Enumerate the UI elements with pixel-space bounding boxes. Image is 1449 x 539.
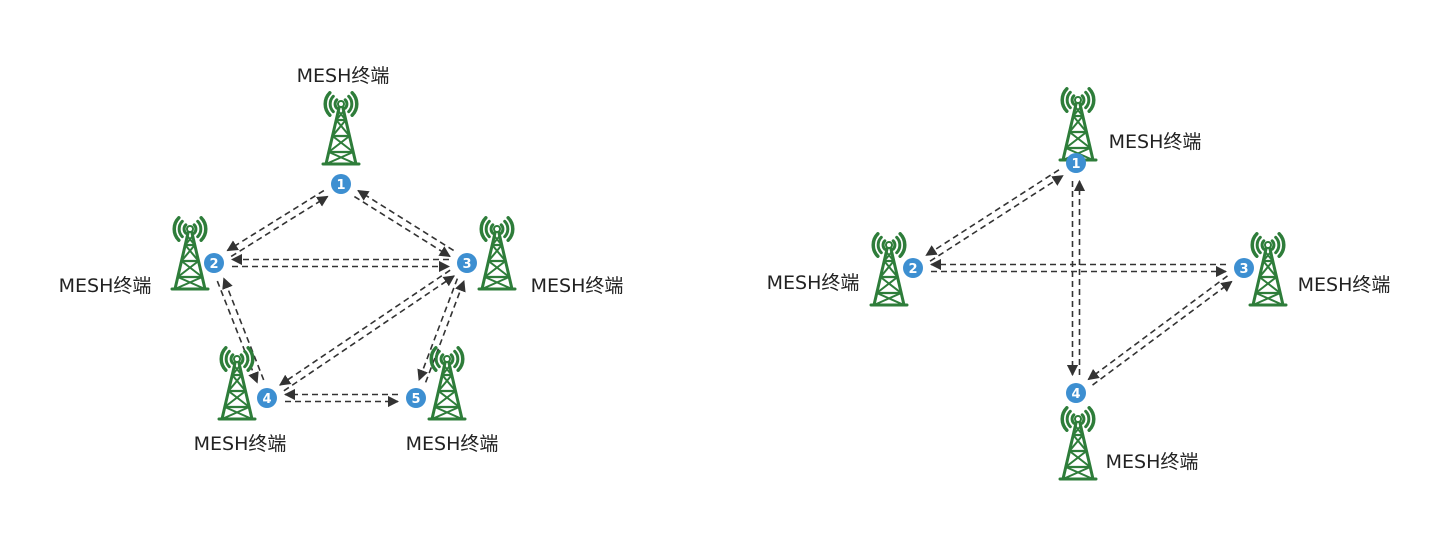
node-label: MESH终端 (1109, 131, 1202, 153)
node-1: 1 MESH终端 (1058, 87, 1202, 173)
link-3-4 (279, 269, 455, 392)
link-3-4 (1087, 275, 1233, 386)
node-number: 2 (209, 257, 218, 272)
node-number: 4 (262, 392, 271, 407)
arrow (424, 280, 466, 383)
node-number: 5 (411, 392, 420, 407)
node-number-badge (457, 253, 477, 273)
arrow (353, 195, 451, 258)
arrow (1092, 280, 1233, 386)
link-1-3 (353, 189, 455, 258)
node-number: 1 (336, 178, 345, 193)
node-number-badge (1066, 153, 1086, 173)
arrow (222, 277, 265, 381)
node-number-badge (204, 253, 224, 273)
node-label: MESH终端 (1106, 451, 1199, 473)
node-number-badge (903, 258, 923, 278)
node-number-badge (1066, 383, 1086, 403)
node-label: MESH终端 (194, 433, 287, 455)
tower-icon (477, 216, 517, 291)
node-number: 1 (1071, 157, 1080, 172)
node-number-badge (406, 388, 426, 408)
arrow (283, 275, 455, 392)
tower-icon (1058, 87, 1098, 162)
arrow (279, 269, 451, 386)
arrow (417, 278, 459, 381)
node-label: MESH终端 (297, 65, 390, 87)
link-4-5 (283, 388, 400, 408)
node-number: 2 (908, 262, 917, 277)
tower-icon (1058, 406, 1098, 481)
node-number-badge (331, 174, 351, 194)
node-label: MESH终端 (59, 275, 152, 297)
node-number: 3 (1239, 262, 1248, 277)
arrow (1087, 275, 1228, 381)
tower-icon (427, 346, 467, 421)
link-3-5 (417, 278, 466, 383)
arrow (925, 169, 1060, 256)
arrow (226, 189, 325, 252)
link-1-2 (925, 169, 1064, 262)
node-label: MESH终端 (1298, 274, 1391, 296)
node-number-badge (257, 388, 277, 408)
link-2-3 (929, 258, 1228, 278)
node-label: MESH终端 (531, 275, 624, 297)
tower-icon (869, 232, 909, 307)
tower-icon (321, 91, 361, 166)
node-label: MESH终端 (767, 272, 860, 294)
link-1-4 (1066, 179, 1086, 377)
tower-icon (170, 216, 210, 291)
tower-icon (1248, 232, 1288, 307)
arrow (357, 189, 455, 252)
link-1-2 (226, 189, 329, 258)
node-number: 4 (1071, 387, 1080, 402)
tower-icon (217, 346, 257, 421)
node-number: 3 (462, 257, 471, 272)
arrow (230, 195, 329, 258)
link-2-3 (230, 253, 451, 273)
arrow (929, 175, 1064, 262)
node-number-badge (1234, 258, 1254, 278)
node-label: MESH终端 (406, 433, 499, 455)
node-1: 1 MESH终端 (297, 65, 390, 194)
